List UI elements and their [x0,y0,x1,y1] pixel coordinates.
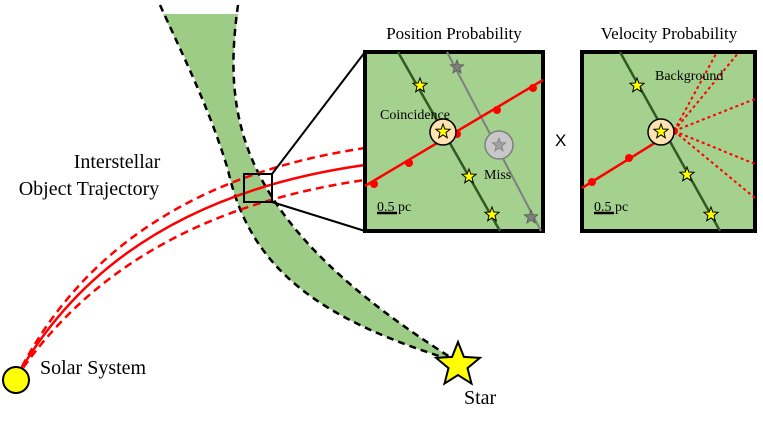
star-marker-icon [702,205,720,222]
background-ray [673,130,756,165]
trajectory-label-line2: Object Trajectory [19,178,160,200]
solar-system-icon [2,366,30,394]
background-label: Background [655,69,723,84]
trajectory-point [529,84,537,92]
star-label: Star [464,387,497,409]
miss-track-star-icon-2 [523,208,539,224]
miss-star-icon [491,136,507,152]
star-marker-icon [483,205,501,222]
zoom-connector-top [271,51,366,175]
trajectory-point [493,106,501,114]
background-rays [673,51,756,199]
solar-system-label: Solar System [40,357,147,379]
trajectory-group [14,146,366,379]
star-icon [433,339,483,386]
miss-track-star-icon [449,58,465,74]
velocity-scale-label: 0.5 pc [594,200,628,215]
star-marker-icon [411,76,429,93]
stream-edge-right [232,4,459,364]
velocity-probability-title: Velocity Probability [601,24,738,43]
position-probability-title: Position Probability [386,24,522,43]
velocity-coincidence-star-icon [652,122,670,139]
velocity-point [625,154,633,162]
zoom-connector-bottom [271,201,366,232]
star-marker-icon [678,165,696,182]
trajectory-label-line1: Interstellar [74,151,161,173]
coincidence-star-icon [434,122,452,139]
miss-label: Miss [484,168,511,183]
background-ray [673,51,740,132]
background-ray [673,51,718,132]
zoom-region-box [243,173,273,203]
background-ray [673,98,756,132]
position-scale-label: 0.5 pc [377,200,411,215]
star-marker-icon [628,76,646,93]
star-marker-icon [460,167,478,184]
trajectory-upper-uncertainty [14,146,366,379]
trajectory-point [370,180,378,188]
stream-edge-left [158,4,459,364]
trajectory-point [405,159,413,167]
position-panel [363,50,545,233]
stellar-stream-band [163,14,458,362]
multiply-sign: X [555,131,566,150]
trajectory-central [14,163,366,379]
trajectory-lower-uncertainty [14,178,366,379]
coincidence-label: Coincidence [380,108,450,123]
velocity-point [588,178,596,186]
